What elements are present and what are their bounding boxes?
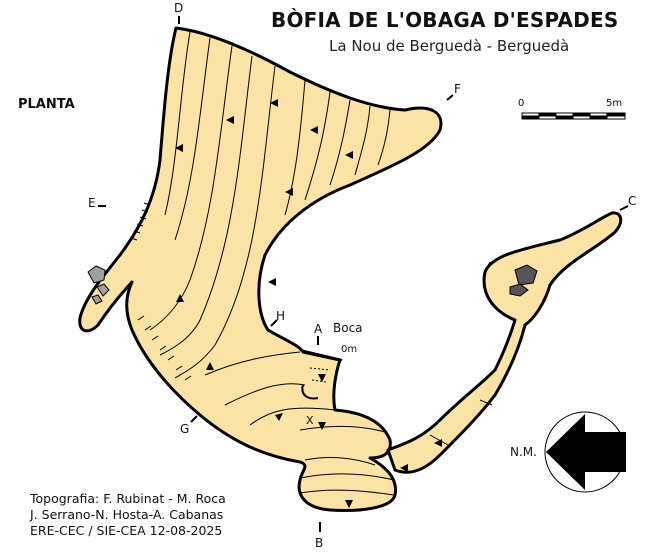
- contour-lines: [149, 31, 493, 496]
- view-label: PLANTA: [18, 97, 75, 112]
- boulders: [87, 264, 538, 305]
- section-label-g: G: [180, 422, 190, 436]
- scale-bar: [521, 112, 626, 120]
- section-label-f: F: [454, 82, 461, 96]
- map-title: BÒFIA DE L'OBAGA D'ESPADES: [271, 8, 619, 32]
- scale-start-label: 0: [518, 98, 525, 109]
- map-subtitle: La Nou de Berguedà - Berguedà: [329, 37, 570, 55]
- section-label-d: D: [174, 1, 184, 15]
- section-label-b: B: [315, 536, 324, 550]
- credits: Topografia: F. Rubinat - M. Roca J. Serr…: [30, 491, 226, 539]
- cave-main-chamber: [78, 26, 443, 512]
- credits-line: J. Serrano-N. Hosta-A. Cabanas: [30, 507, 224, 522]
- section-label-e: E: [88, 196, 96, 210]
- cave-right-passage: [386, 211, 623, 474]
- scale-end-label: 5m: [606, 98, 623, 109]
- slope-arrows: [175, 99, 442, 508]
- slope-hatching: [130, 202, 192, 381]
- marker-x: X: [306, 414, 314, 427]
- credits-line: ERE-CEC / SIE-CEA 12-08-2025: [30, 523, 223, 538]
- credits-line: Topografia: F. Rubinat - M. Roca: [30, 491, 226, 506]
- zero-depth-label: 0m: [341, 344, 358, 355]
- entrance-shaft: [299, 349, 343, 400]
- north-label: N.M.: [510, 445, 537, 459]
- section-label-h: H: [276, 309, 286, 323]
- north-arrow-icon: [544, 411, 626, 493]
- section-label-c: C: [628, 194, 637, 208]
- section-ticks: [98, 16, 629, 532]
- section-label-a: A: [314, 322, 323, 336]
- entrance-label: Boca: [333, 321, 363, 335]
